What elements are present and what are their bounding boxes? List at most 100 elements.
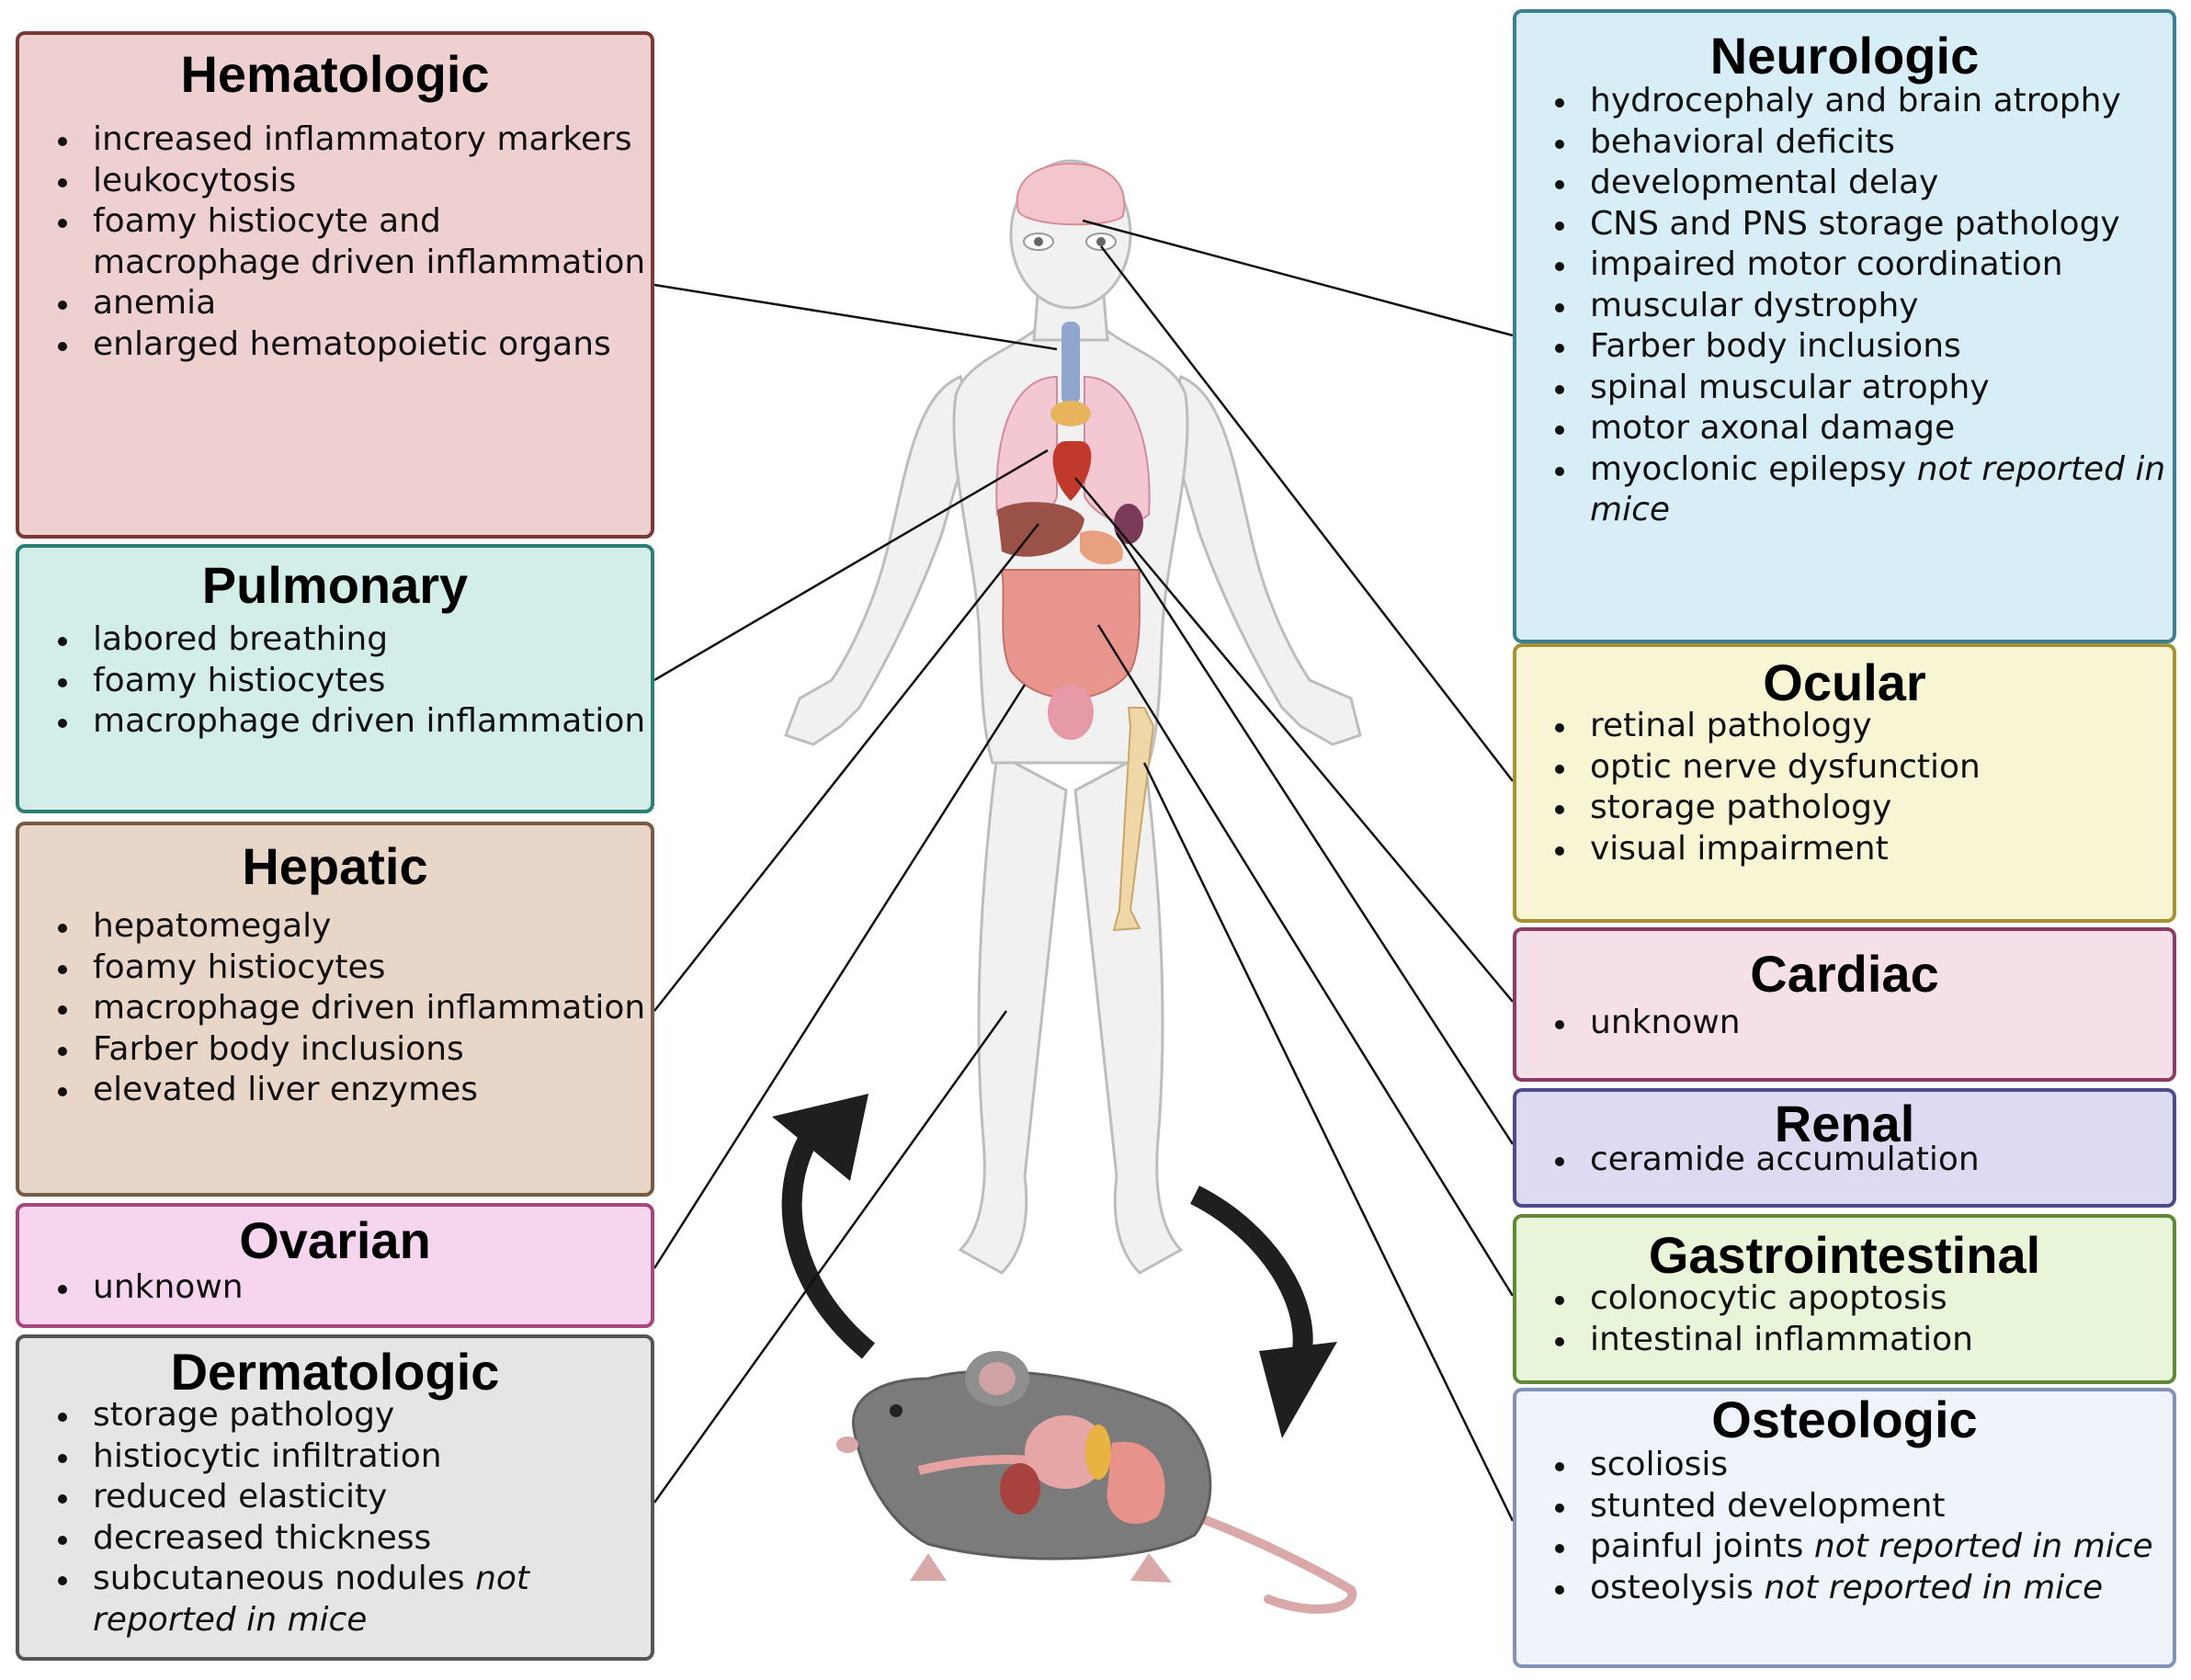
pulmonary-item-text: labored breathing: [93, 620, 389, 658]
renal-title: Renal: [1774, 1095, 1915, 1152]
pulmonary-item: labored breathing: [58, 619, 651, 661]
renal-box: Renal ceramide accumulation: [1513, 1088, 2176, 1208]
ocular-item: visual impairment: [1555, 829, 2173, 870]
hematologic-item: enlarged hematopoietic organs: [58, 324, 651, 366]
neurologic-item: CNS and PNS storage pathology: [1555, 204, 2173, 245]
dermatologic-item: histiocytic infiltration: [58, 1436, 651, 1478]
pulmonary-title: Pulmonary: [201, 556, 469, 614]
neurologic-item: Farber body inclusions: [1555, 326, 2173, 368]
hematologic-item-text: anemia: [93, 284, 217, 322]
neurologic-item-text: impaired motor coordination: [1590, 245, 2063, 283]
hepatic-item-text: elevated liver enzymes: [93, 1071, 479, 1108]
ovarian-item: unknown: [58, 1267, 651, 1309]
dermatologic-title: Dermatologic: [170, 1343, 500, 1401]
neurologic-item-text: motor axonal damage: [1590, 409, 1956, 447]
dermatologic-item-note: not reported in mice: [93, 1560, 530, 1639]
hematologic-item: anemia: [58, 283, 651, 324]
hepatic-item-text: foamy histiocytes: [93, 948, 386, 986]
renal-item: ceramide accumulation: [1555, 1140, 2173, 1181]
gastrointestinal-title: Gastrointestinal: [1648, 1226, 2041, 1284]
osteologic-item-note: not reported in mice: [1764, 1568, 2104, 1606]
neurologic-item: behavioral deficits: [1555, 122, 2173, 164]
hepatic-item: foamy histiocytes: [58, 948, 651, 989]
dermatologic-item-text: reduced elasticity: [93, 1478, 388, 1515]
ovarian-title: Ovarian: [239, 1211, 431, 1269]
gastrointestinal-item: intestinal inflammation: [1555, 1320, 2173, 1361]
renal-item-text: ceramide accumulation: [1590, 1141, 1980, 1178]
leader-lines: [653, 219, 1515, 1522]
hepatic-item: Farber body inclusions: [58, 1029, 651, 1071]
neurologic-item-text: developmental delay: [1590, 164, 1939, 201]
hematologic-title: Hematologic: [180, 45, 490, 103]
hepatic-title: Hepatic: [242, 837, 428, 895]
dermatologic-item-text: subcutaneous nodules: [93, 1560, 465, 1597]
ocular-item: optic nerve dysfunction: [1555, 747, 2173, 789]
cycle-arrows-icon: [772, 1094, 1337, 1438]
dermatologic-item-text: decreased thickness: [93, 1518, 432, 1557]
neurologic-item-text: CNS and PNS storage pathology: [1590, 204, 2120, 243]
gastrointestinal-item-text: intestinal inflammation: [1590, 1320, 1973, 1358]
osteologic-item: osteolysis not reported in mice: [1555, 1568, 2173, 1609]
ocular-item-text: storage pathology: [1590, 789, 1892, 826]
neurologic-item-text: muscular dystrophy: [1590, 286, 1919, 324]
neurologic-item: impaired motor coordination: [1555, 244, 2173, 286]
renal-list: ceramide accumulation: [1516, 1140, 2173, 1181]
hematologic-item: increased inflammatory markers: [58, 119, 651, 161]
hepatic-item-text: macrophage driven inflammation: [93, 989, 646, 1027]
hematologic-box: Hematologic increased inflammatory marke…: [16, 31, 654, 539]
neurologic-item-note: not reported in mice: [1590, 449, 2166, 529]
dermatologic-item-text: histiocytic infiltration: [93, 1436, 442, 1475]
hepatic-item-text: hepatomegaly: [93, 907, 332, 945]
hematologic-item-text: foamy histiocyte and macrophage driven i…: [93, 202, 646, 281]
mouse-icon: [836, 1351, 1357, 1614]
ocular-item: storage pathology: [1555, 788, 2173, 829]
cardiac-list: unknown: [1516, 1003, 2173, 1044]
hematologic-item-text: leukocytosis: [93, 161, 297, 199]
hematologic-item-text: enlarged hematopoietic organs: [93, 324, 611, 363]
ocular-item-text: optic nerve dysfunction: [1590, 747, 1981, 786]
cardiac-title: Cardiac: [1750, 945, 1939, 1003]
human-body-icon: [784, 159, 1362, 1275]
ocular-item-text: visual impairment: [1590, 829, 1889, 868]
osteologic-item: painful joints not reported in mice: [1555, 1527, 2173, 1568]
hematologic-item: leukocytosis: [58, 161, 651, 202]
dermatologic-item: reduced elasticity: [58, 1477, 651, 1518]
neurologic-item: spinal muscular atrophy: [1555, 368, 2173, 409]
neurologic-item: developmental delay: [1555, 163, 2173, 204]
osteologic-item-note: not reported in mice: [1813, 1527, 2153, 1565]
osteologic-item: stunted development: [1555, 1486, 2173, 1527]
neurologic-item: muscular dystrophy: [1555, 286, 2173, 327]
ovarian-box: Ovarian unknown: [16, 1203, 654, 1328]
dermatologic-item: storage pathology: [58, 1395, 651, 1436]
dermatologic-item: subcutaneous nodules not reported in mic…: [58, 1559, 651, 1640]
neurologic-item-text: behavioral deficits: [1590, 122, 1895, 161]
pulmonary-item: macrophage driven inflammation: [58, 701, 651, 743]
osteologic-item-text: osteolysis: [1590, 1568, 1754, 1606]
neurologic-item: myoclonic epilepsy not reported in mice: [1555, 449, 2173, 531]
pulmonary-item: foamy histiocytes: [58, 661, 651, 702]
neurologic-item-text: myoclonic epilepsy: [1590, 449, 1907, 488]
neurologic-item: motor axonal damage: [1555, 408, 2173, 449]
hepatic-item: hepatomegaly: [58, 906, 651, 948]
gastrointestinal-item: colonocytic apoptosis: [1555, 1278, 2173, 1320]
ovarian-list: unknown: [19, 1267, 651, 1309]
ocular-item: retinal pathology: [1555, 706, 2173, 747]
hepatic-item: elevated liver enzymes: [58, 1070, 651, 1111]
cardiac-box: Cardiac unknown: [1513, 927, 2176, 1082]
osteologic-item-text: stunted development: [1590, 1486, 1946, 1525]
osteologic-item-text: scoliosis: [1590, 1446, 1729, 1483]
neurologic-item-text: Farber body inclusions: [1590, 327, 1961, 365]
cardiac-item: unknown: [1555, 1003, 2173, 1044]
